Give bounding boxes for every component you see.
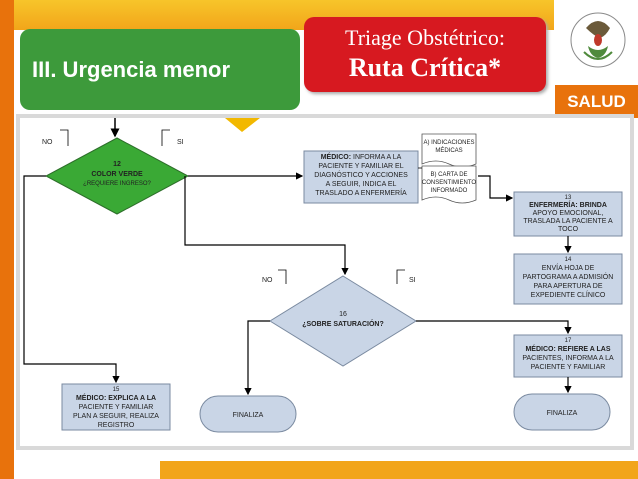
step-15-line3: PLAN A SEGUIR, REALIZA (73, 413, 159, 420)
step-13-number: 13 (565, 195, 572, 201)
decision-12-number: 12 (113, 161, 121, 168)
step-14-number: 14 (565, 257, 572, 263)
medico-informa-box (303, 150, 419, 204)
step-13-box (513, 191, 623, 237)
doc-consentimiento-line2: CONSENTIMIENTO (422, 180, 477, 186)
step-14-line3: PARA APERTURA DE (534, 283, 603, 290)
step-14-line2: PARTOGRAMA A ADMISIÓN (523, 272, 614, 281)
end-terminal-2 (513, 393, 611, 431)
end-2-label: FINALIZA (547, 410, 578, 417)
triage-title-box: Triage Obstétrico: Ruta Crítica* (304, 17, 546, 92)
medico-informa-line5: TRASLADO A ENFERMERÍA (315, 188, 407, 197)
decision-16-diamond (269, 275, 417, 367)
no-label: NO (42, 139, 53, 146)
bottom-accent-bar (160, 461, 638, 479)
medico-informa-line3: DIAGNÓSTICO Y ACCIONES (314, 170, 408, 179)
step-17-line3: PACIENTE Y FAMILIAR (531, 364, 606, 371)
document-indicaciones-icon (421, 133, 477, 168)
step-17-line2: PACIENTES, INFORMA A LA (522, 355, 614, 362)
step-14-box (513, 253, 623, 305)
section-title-text: III. Urgencia menor (32, 56, 231, 82)
salud-logo: SALUD (555, 85, 638, 118)
decision-16-number: 16 (339, 311, 347, 318)
step-17-box (513, 334, 623, 378)
continuation-marker-icon (225, 118, 260, 132)
medico-informa-line4: A SEGUIR, INDICA EL (326, 181, 397, 188)
step-17-number: 17 (565, 338, 572, 344)
step-13-line1: ENFERMERÍA: BRINDA (529, 200, 607, 209)
step-15-box (61, 383, 171, 431)
triage-subtitle: Ruta Crítica* (348, 53, 502, 82)
si-label: SI (177, 139, 184, 146)
step-15-line1: MÉDICO: EXPLICA A LA (76, 393, 156, 402)
doc-consentimiento-line3: INFORMADO (431, 188, 468, 194)
medico-text: INFORMA A LA (353, 154, 402, 161)
decision-12-diamond (44, 137, 190, 215)
medico-prefix: MÉDICO: (321, 152, 351, 161)
doc-indicaciones-line2: MÉDICAS (435, 147, 462, 154)
decision-12-question: ¿REQUIERE INGRESO? (83, 181, 151, 187)
end-1-label: FINALIZA (233, 412, 264, 419)
step-13-line2: APOYO EMOCIONAL, (533, 210, 604, 217)
step-15-line4: REGISTRO (98, 422, 135, 429)
mexican-seal-icon (570, 12, 626, 68)
end-terminal-1 (199, 395, 297, 433)
medico-informa-line2: PACIENTE Y FAMILIAR EL (318, 163, 403, 170)
decision-16-question: ¿SOBRE SATURACIÓN? (302, 319, 384, 328)
decision-12-label: COLOR VERDE (91, 171, 143, 178)
no-label-2: NO (262, 277, 273, 284)
si-label-2: SI (409, 277, 416, 284)
step-17-line1: MÉDICO: REFIERE A LAS (525, 344, 610, 353)
doc-consentimiento-line1: B) CARTA DE (430, 172, 467, 178)
step-15-number: 15 (113, 387, 120, 393)
step-13-line3: TRASLADA LA PACIENTE A (523, 218, 613, 225)
medico-informa-line1: MÉDICO: INFORMA A LA (321, 152, 402, 161)
flowchart: NO SI 12 COLOR VERDE ¿REQUIERE INGRESO? … (23, 118, 623, 433)
step-14-line4: EXPEDIENTE CLÍNICO (531, 290, 606, 299)
left-accent-strip (0, 0, 14, 479)
step-13-line4: TOCO (558, 226, 579, 233)
step-15-line2: PACIENTE Y FAMILIAR (79, 404, 154, 411)
triage-title: Triage Obstétrico: (345, 25, 505, 50)
salud-logo-text: SALUD (567, 91, 626, 111)
document-consentimiento-icon (421, 165, 477, 204)
doc-indicaciones-line1: A) INDICACIONES (423, 140, 474, 146)
step-14-line1: ENVÍA HOJA DE (542, 263, 595, 272)
section-title: III. Urgencia menor (20, 29, 300, 110)
